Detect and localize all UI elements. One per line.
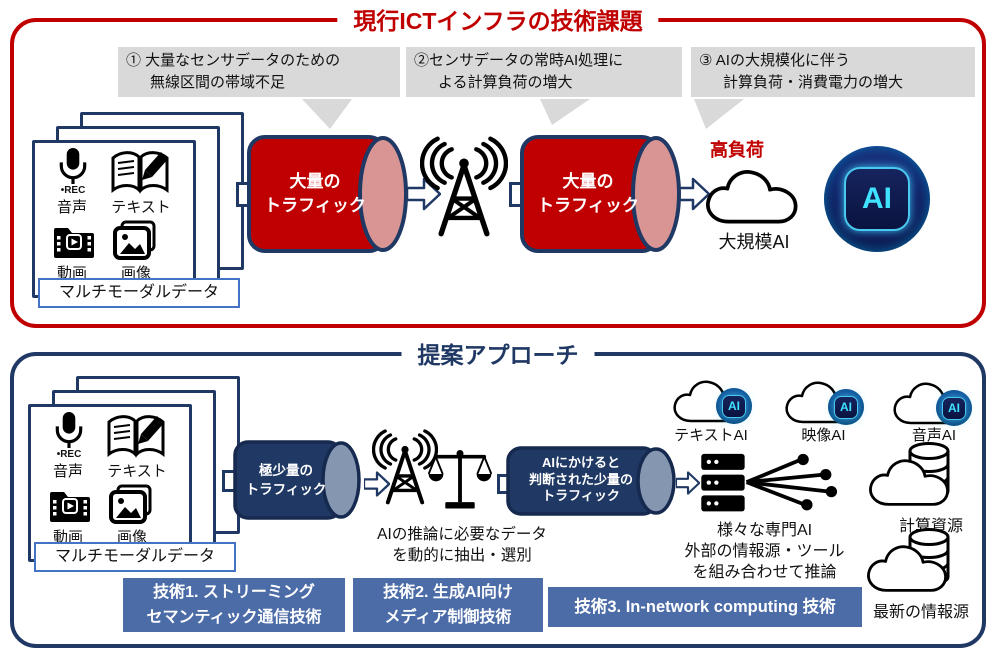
video-label: 動画 <box>56 265 87 282</box>
tech-box-2: 技術2. 生成AI向け メディア制御技術 <box>353 578 543 632</box>
text-label: テキスト <box>107 463 167 480</box>
cloud-icon <box>858 538 960 596</box>
top-section-title: 現行ICTインフラの技術課題 <box>337 2 659 36</box>
callout-2: ②センサデータの常時AI処理に よる計算負荷の増大 <box>406 47 682 97</box>
tiny-traffic-cylinder <box>233 440 361 520</box>
ai-traffic-cylinder <box>506 446 676 516</box>
current-ict-section-frame: 現行ICTインフラの技術課題 <box>10 2 986 328</box>
ai-badge-icon: AI <box>936 390 972 426</box>
callout-tail-2 <box>540 99 590 125</box>
ai-badge-icon: AI <box>716 388 752 424</box>
video-label: 動画 <box>52 529 83 546</box>
ai-traffic-cylinder-text: AIにかけると 判断された少量の トラフィック <box>528 455 633 504</box>
callout-1: ① 大量なセンサデータのための 無線区間の帯域不足 <box>118 47 400 97</box>
ai-chip-text: AI <box>844 167 910 231</box>
callout-3-line2: 計算負荷・消費電力の増大 <box>723 74 904 91</box>
video-ai-label: 映像AI <box>801 427 846 444</box>
callout-tail-1 <box>302 99 352 129</box>
callout-2-line1: ②センサデータの常時AI処理に <box>414 52 624 69</box>
traffic-cylinder-1-text: 大量の トラフィック <box>264 172 366 215</box>
callout-2-line2: よる計算負荷の増大 <box>438 74 573 91</box>
microphone-rec-icon <box>55 146 91 186</box>
traffic-cylinder-1 <box>247 135 408 253</box>
text-label: テキスト <box>111 199 171 216</box>
image-label: 画像 <box>116 529 147 546</box>
image-icon <box>108 484 154 526</box>
audio-label: 音声 <box>52 463 83 480</box>
rec-label: •REC <box>56 449 82 460</box>
bottom-section-title: 提案アプローチ <box>401 336 595 370</box>
cloud-icon <box>860 452 962 510</box>
traffic-cylinder-2 <box>520 135 681 253</box>
traffic-cylinder-2-text: 大量の トラフィック <box>537 172 639 215</box>
balance-scale-icon <box>428 448 492 514</box>
high-load-label: 高負荷 <box>710 140 764 160</box>
callout-3: ③ AIの大規模化に伴う 計算負荷・消費電力の増大 <box>691 47 975 97</box>
cloud-icon <box>698 162 810 228</box>
image-icon <box>112 220 158 262</box>
multimodal-card <box>32 140 196 298</box>
server-network-icon <box>698 452 846 518</box>
book-pencil-icon <box>108 146 172 196</box>
tech-box-3: 技術3. In-network computing 技術 <box>548 587 862 627</box>
book-pencil-icon <box>104 410 168 460</box>
tiny-traffic-cylinder-text: 極少量の トラフィック <box>245 463 327 497</box>
multimodal-caption: マルチモーダルデータ <box>34 542 236 572</box>
multimodal-caption: マルチモーダルデータ <box>38 278 240 308</box>
callout-1-line1: ① 大量なセンサデータのための <box>126 52 341 69</box>
microphone-rec-icon <box>51 410 87 450</box>
proposal-section-frame: 提案アプローチ <box>10 336 986 648</box>
ai-chip-icon: AI <box>824 146 930 252</box>
inference-note: 様々な専門AI 外部の情報源・ツール を組み合わせて推論 <box>684 522 845 581</box>
text-ai-label: テキストAI <box>674 427 748 444</box>
radio-tower-icon <box>420 136 508 240</box>
audio-ai-label: 音声AI <box>911 427 957 444</box>
video-folder-icon <box>48 486 92 524</box>
radio-tower-icon <box>372 428 438 508</box>
large-ai-label: 大規模AI <box>718 232 790 252</box>
rec-label: •REC <box>60 185 86 196</box>
flow-arrow-icon <box>676 471 700 495</box>
ai-badge-icon: AI <box>828 389 864 425</box>
video-folder-icon <box>52 222 96 260</box>
tech-box-1: 技術1. ストリーミング セマンティック通信技術 <box>123 578 345 632</box>
latest-info-label: 最新の情報源 <box>872 604 969 621</box>
extraction-note: AIの推論に必要なデータ を動的に抽出・選別 <box>377 526 547 564</box>
callout-3-line1: ③ AIの大規模化に伴う <box>699 52 850 69</box>
audio-label: 音声 <box>56 199 87 216</box>
image-label: 画像 <box>120 265 151 282</box>
callout-1-line2: 無線区間の帯域不足 <box>150 74 286 91</box>
flow-arrow-icon <box>364 471 390 497</box>
callout-tail-3 <box>694 99 744 129</box>
